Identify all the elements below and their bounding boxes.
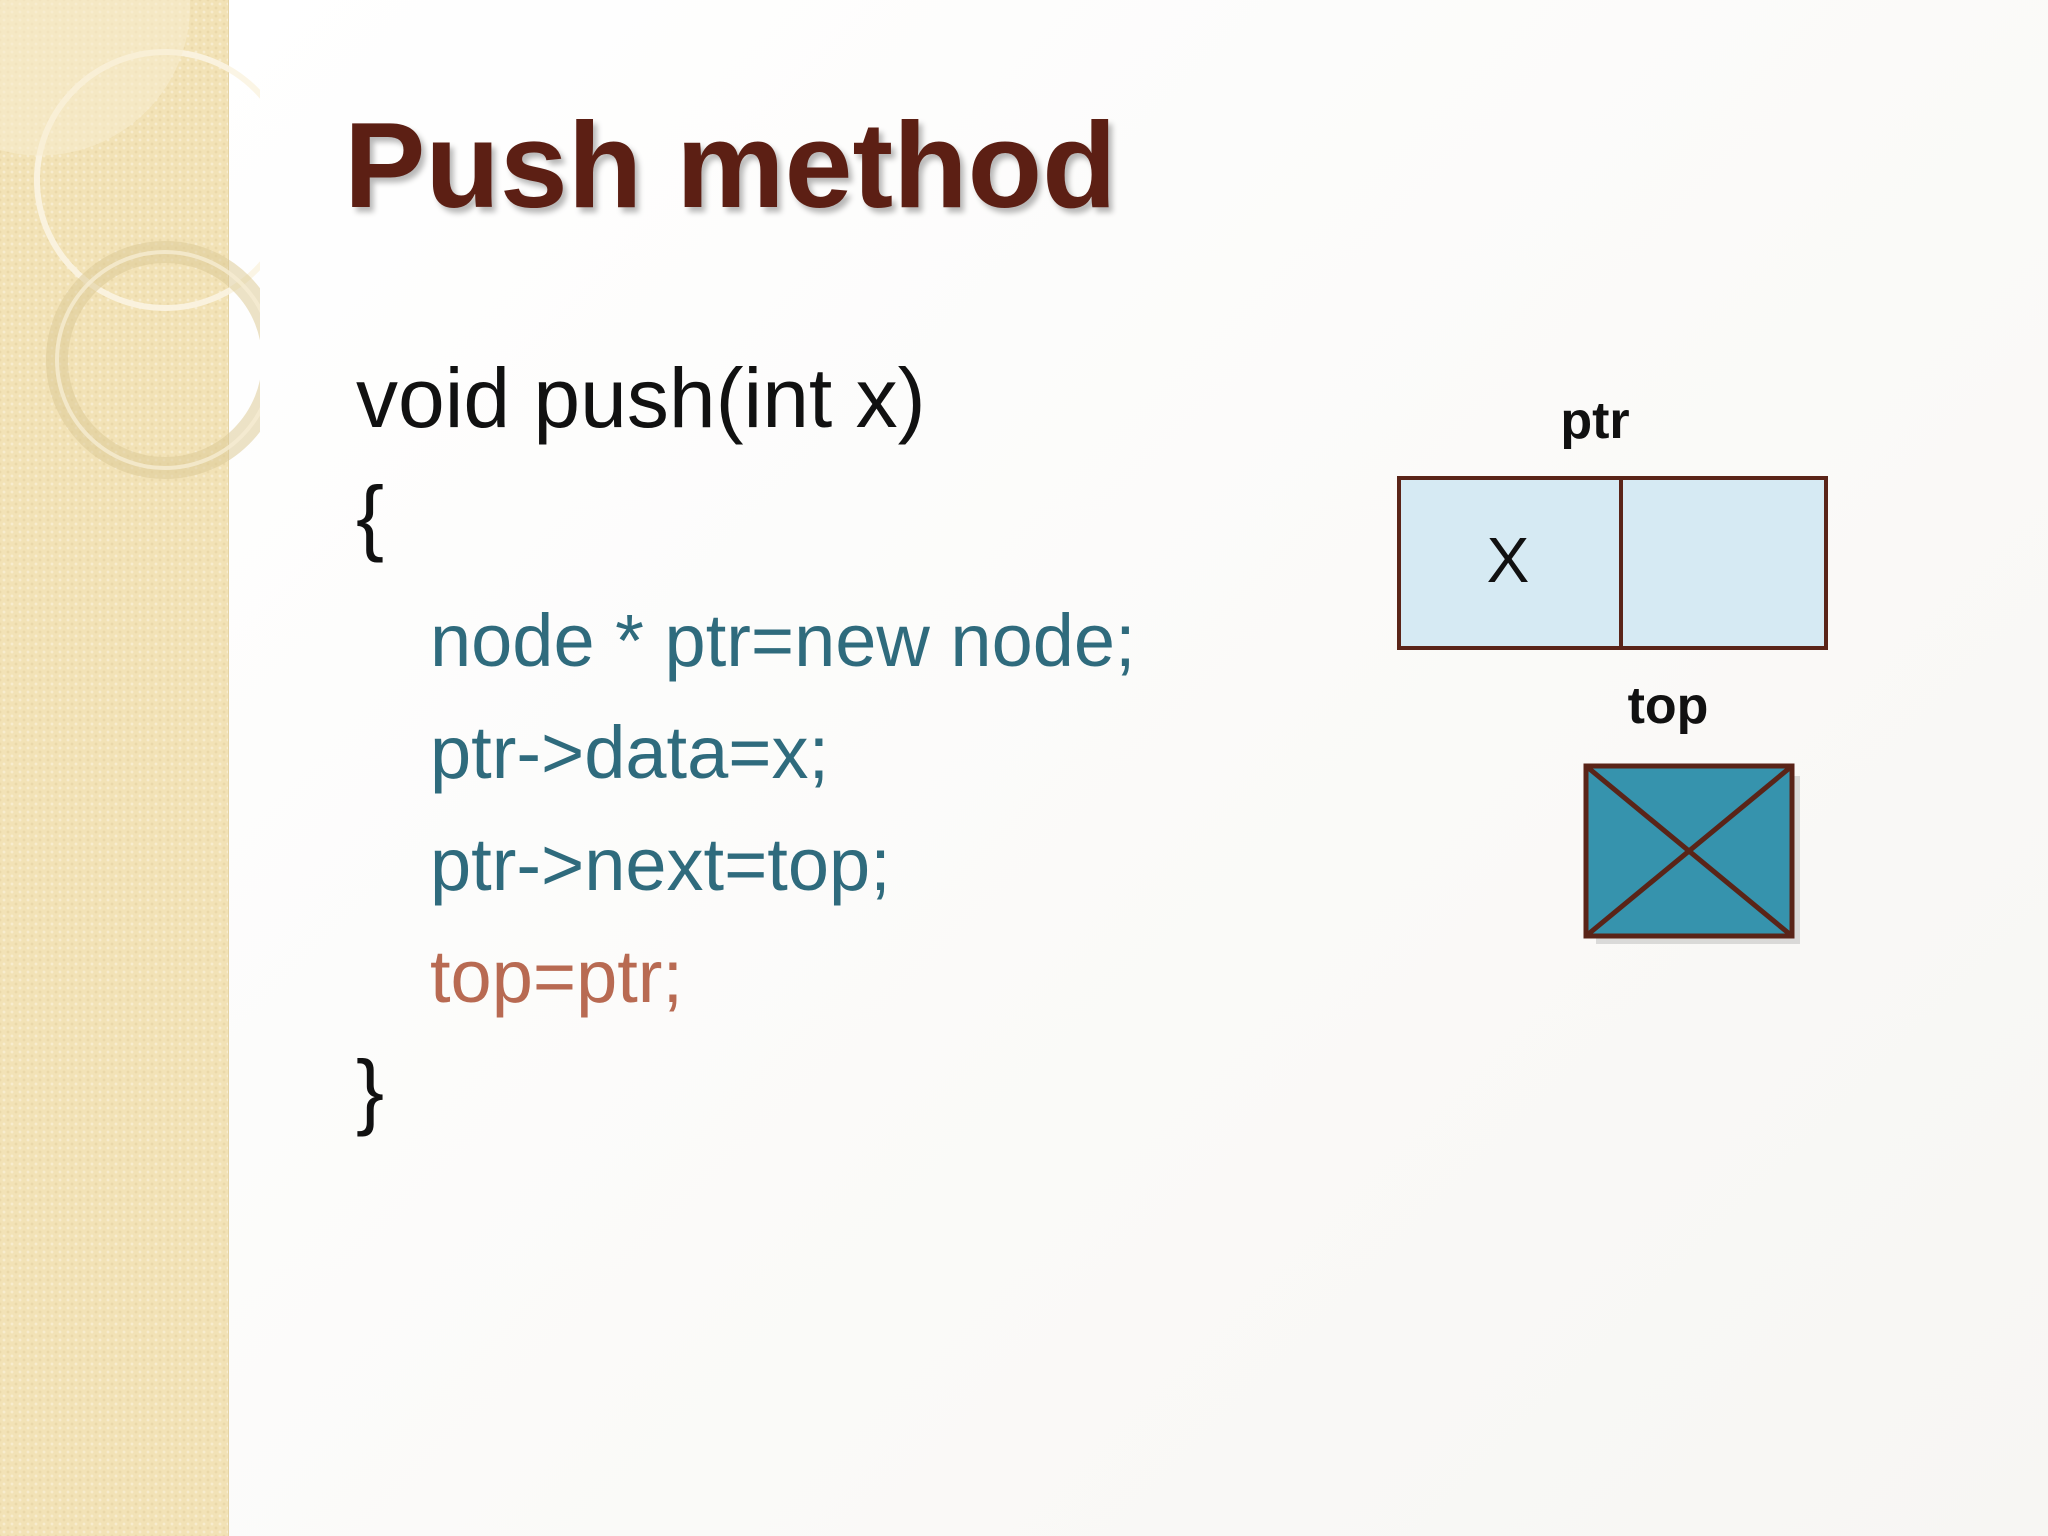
code-open-brace: {: [356, 469, 385, 563]
slide-title: Push method: [344, 97, 1117, 233]
code-line-2: ptr->data=x;: [430, 711, 830, 794]
code-line-1: node * ptr=new node;: [430, 599, 1136, 682]
code-line-4: top=ptr;: [430, 935, 684, 1018]
code-close-brace: }: [356, 1043, 385, 1137]
code-line-3: ptr->next=top;: [430, 823, 891, 906]
code-signature: void push(int x): [356, 351, 926, 445]
decorative-rings: [0, 0, 260, 479]
